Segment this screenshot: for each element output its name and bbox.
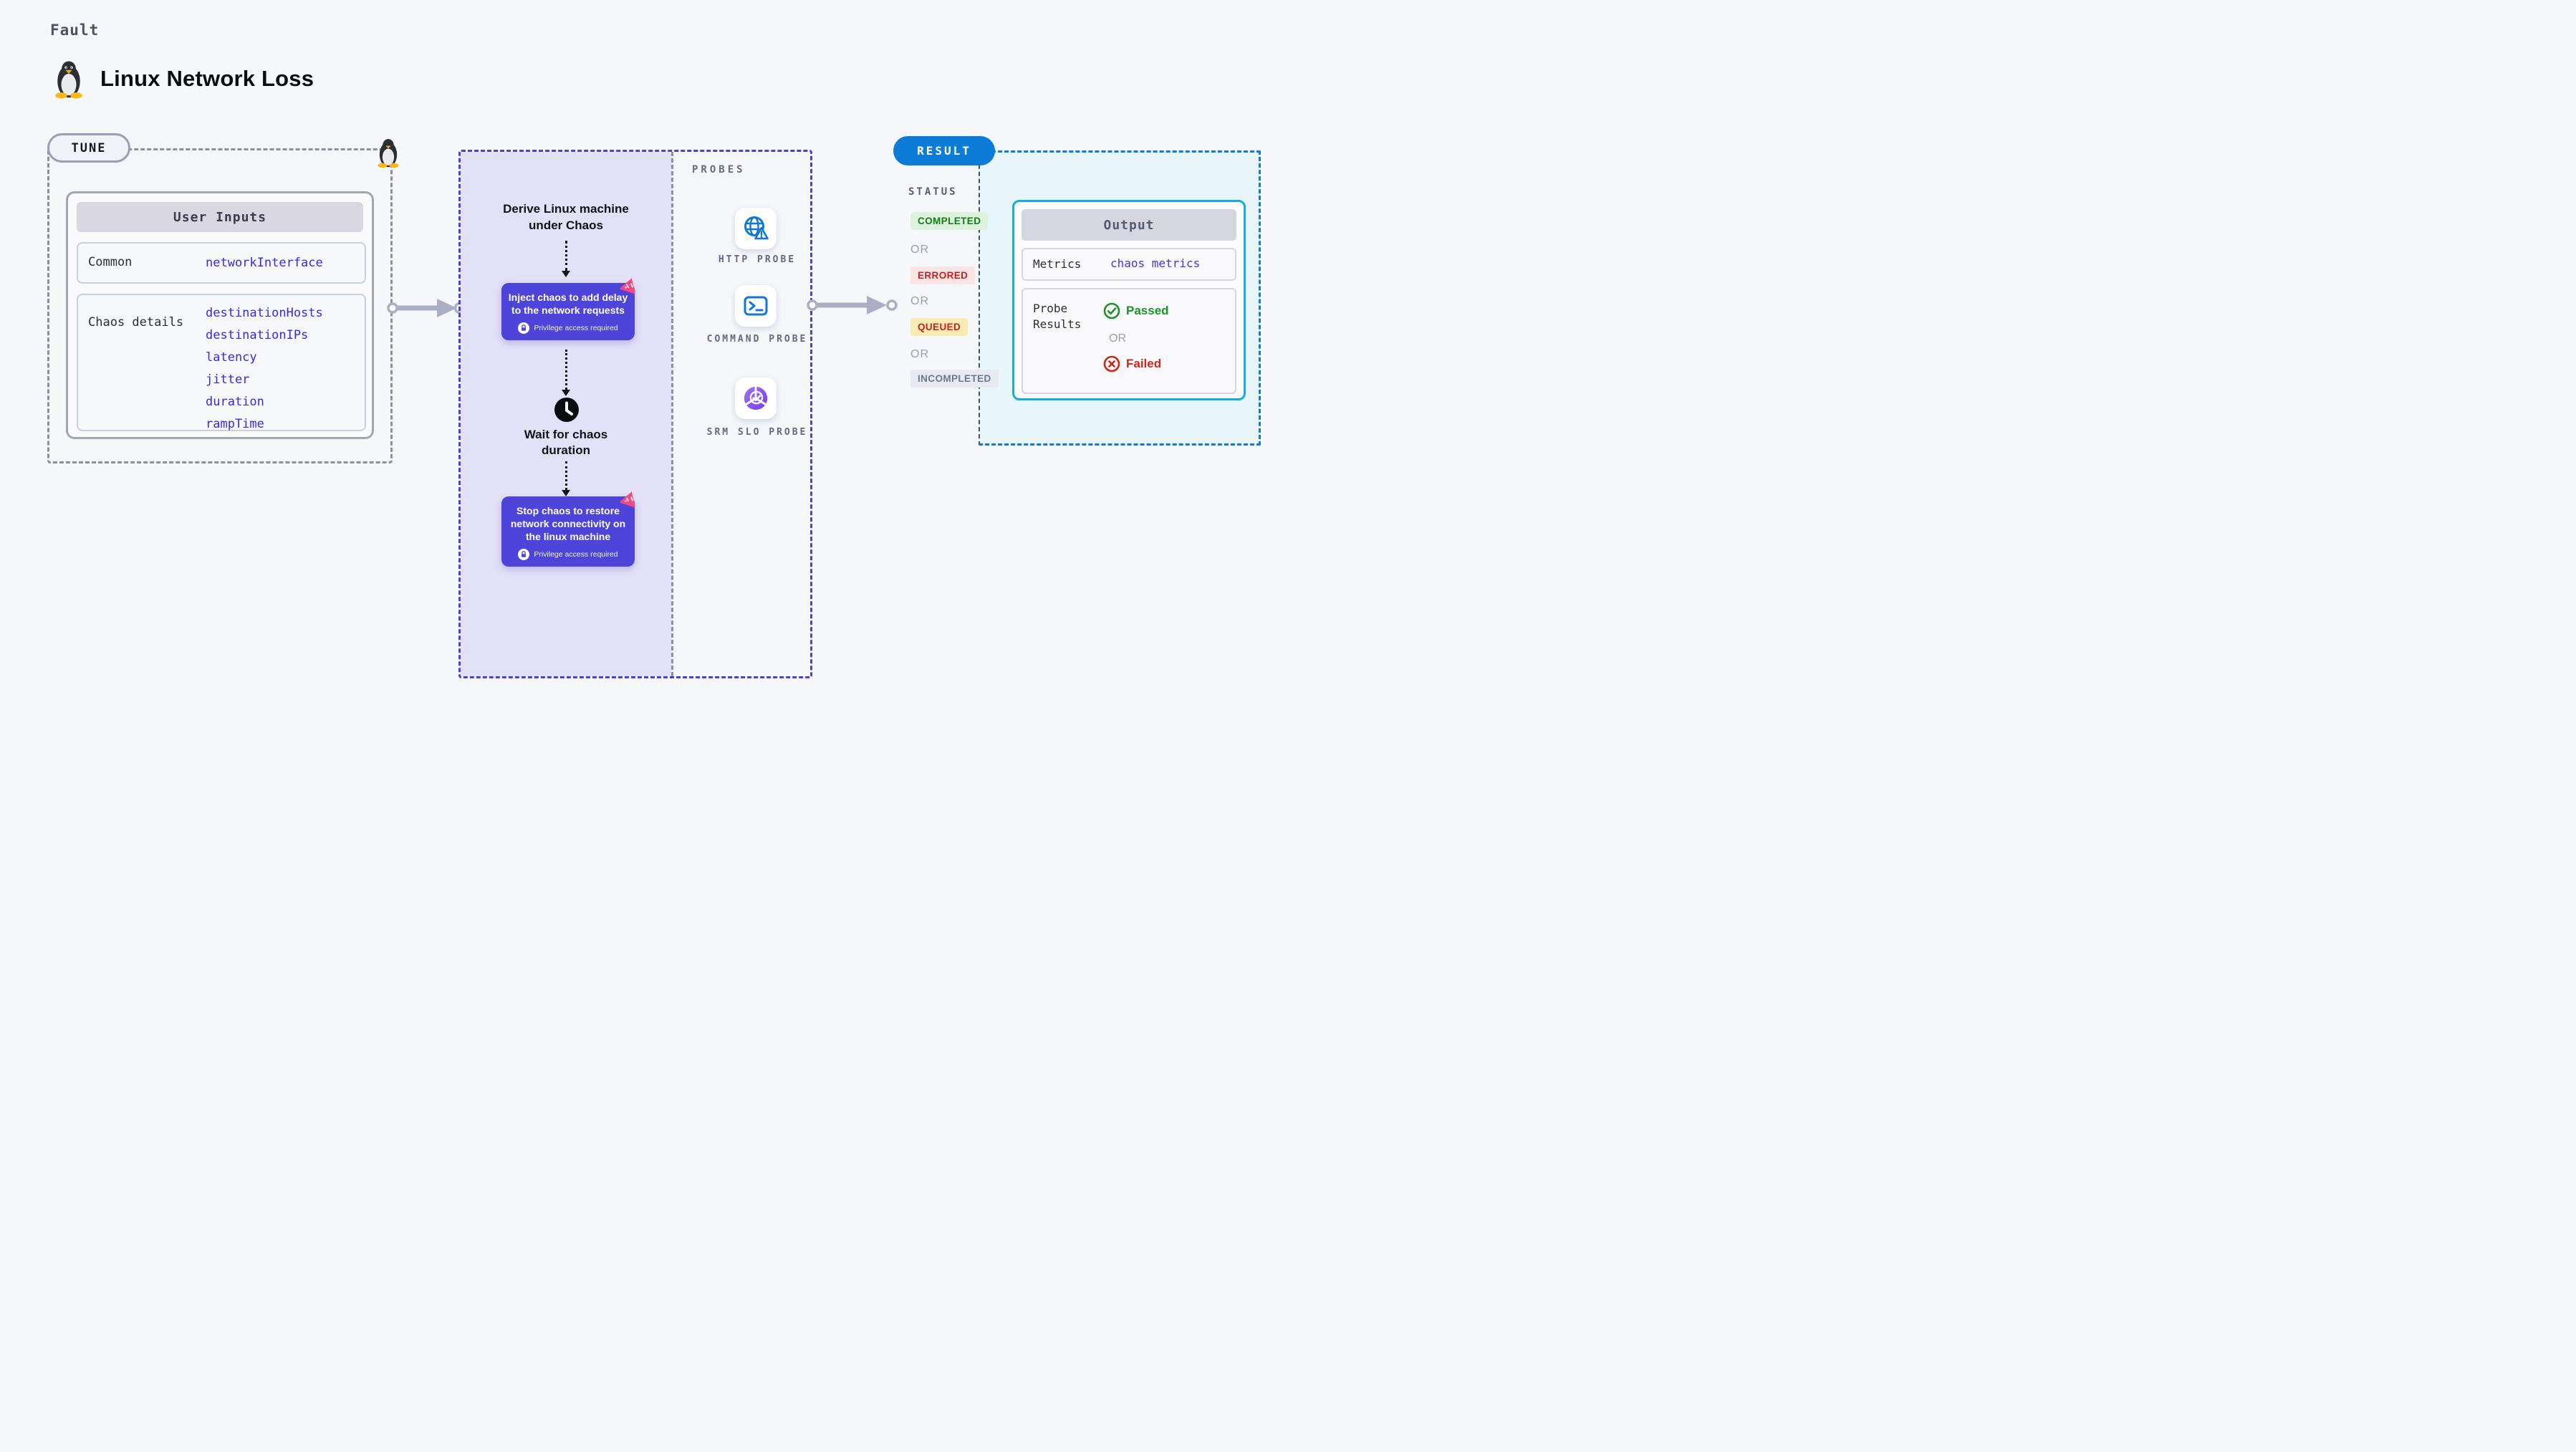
diagram-canvas: Fault Linux Network Loss TUNE User Input… — [0, 0, 1288, 726]
probe-card-command — [735, 285, 777, 327]
output-title: Output — [1022, 209, 1236, 241]
or-separator: OR — [910, 295, 929, 307]
passed-label: Passed — [1126, 304, 1169, 317]
chaos-icon — [620, 278, 635, 294]
output-card: Output Metrics chaos metrics Probe Resul… — [1012, 200, 1246, 400]
terminal-icon — [744, 296, 768, 316]
clock-icon — [554, 398, 579, 422]
tune-badge: TUNE — [47, 133, 130, 163]
tune-to-execution-arrow — [387, 299, 466, 317]
result-badge: RESULT — [893, 136, 995, 165]
status-badge-incompleted: INCOMPLETED — [910, 370, 999, 388]
param-value: rampTime — [206, 417, 264, 431]
status-badge-errored: ERRORED — [910, 266, 976, 284]
privilege-note: Privilege access required — [534, 324, 618, 332]
row-label: Common — [88, 255, 133, 269]
slo-pie-check-icon — [744, 385, 768, 410]
status-title: STATUS — [908, 186, 958, 198]
tux-corner-icon — [378, 139, 399, 168]
param-value: destinationIPs — [206, 328, 309, 342]
user-inputs-title: User Inputs — [77, 202, 363, 232]
step-wait: Wait for chaos duration — [524, 428, 608, 457]
probe-card-srm — [735, 378, 777, 419]
row-label: Chaos details — [88, 315, 184, 330]
execution-flow: Derive Linux machine under Chaos Inject … — [461, 152, 671, 676]
inject-chaos-card: Inject chaos to add delay to the network… — [501, 283, 635, 340]
chaos-icon — [620, 491, 635, 508]
fault-kicker: Fault — [50, 21, 100, 39]
param-value: duration — [206, 395, 264, 409]
step-derive: Derive Linux machine under Chaos — [503, 202, 629, 232]
input-row-common: Common networkInterface — [77, 242, 366, 284]
status-badge-completed: COMPLETED — [910, 212, 989, 230]
probe-results-row: Probe Results Passed OR Failed — [1022, 288, 1236, 394]
page-title: Linux Network Loss — [100, 66, 314, 91]
connector-arrowhead — [562, 390, 570, 396]
status-badge-queued: QUEUED — [910, 318, 969, 336]
connector-arrowhead — [562, 271, 570, 277]
execution-to-result-arrow — [807, 296, 898, 314]
privilege-note: Privilege access required — [534, 550, 618, 559]
probe-label-command: COMMAND PROBE — [706, 334, 808, 345]
dotted-connector — [565, 350, 567, 390]
lock-icon — [518, 322, 530, 334]
probe-results-label: Probe Results — [1033, 302, 1082, 331]
param-value: latency — [206, 350, 257, 365]
dotted-connector — [565, 461, 567, 490]
param-value: networkInterface — [206, 256, 323, 270]
input-row-chaos-details: Chaos details destinationHosts destinati… — [77, 294, 366, 431]
probes-title: PROBES — [692, 164, 746, 176]
probes-panel: PROBES HTTP PROBE — [671, 152, 810, 676]
stop-chaos-label: Stop chaos to restore network connectivi… — [510, 505, 626, 542]
inject-chaos-label: Inject chaos to add delay to the network… — [508, 292, 628, 316]
param-value: jitter — [206, 372, 250, 387]
metrics-row: Metrics chaos metrics — [1022, 248, 1236, 281]
lock-icon — [518, 549, 530, 560]
probe-label-srm: SRM SLO PROBE — [706, 427, 808, 438]
failed-label: Failed — [1126, 357, 1162, 370]
x-circle-icon — [1103, 355, 1120, 372]
user-inputs-table: User Inputs Common networkInterface Chao… — [66, 191, 374, 439]
param-value: destinationHosts — [206, 306, 323, 320]
globe-warning-icon — [744, 216, 769, 240]
dotted-connector — [565, 241, 567, 271]
tux-icon — [55, 61, 82, 99]
connector-arrowhead — [562, 490, 570, 496]
stop-chaos-card: Stop chaos to restore network connectivi… — [501, 496, 635, 567]
probe-label-http: HTTP PROBE — [718, 254, 797, 265]
probe-card-http — [735, 208, 777, 249]
or-separator: OR — [1109, 332, 1126, 345]
or-separator: OR — [910, 244, 929, 256]
or-separator: OR — [910, 348, 929, 360]
check-circle-icon — [1103, 302, 1120, 319]
execution-panel: Derive Linux machine under Chaos Inject … — [458, 150, 812, 678]
metrics-value: chaos metrics — [1110, 256, 1201, 270]
metrics-label: Metrics — [1033, 257, 1082, 271]
